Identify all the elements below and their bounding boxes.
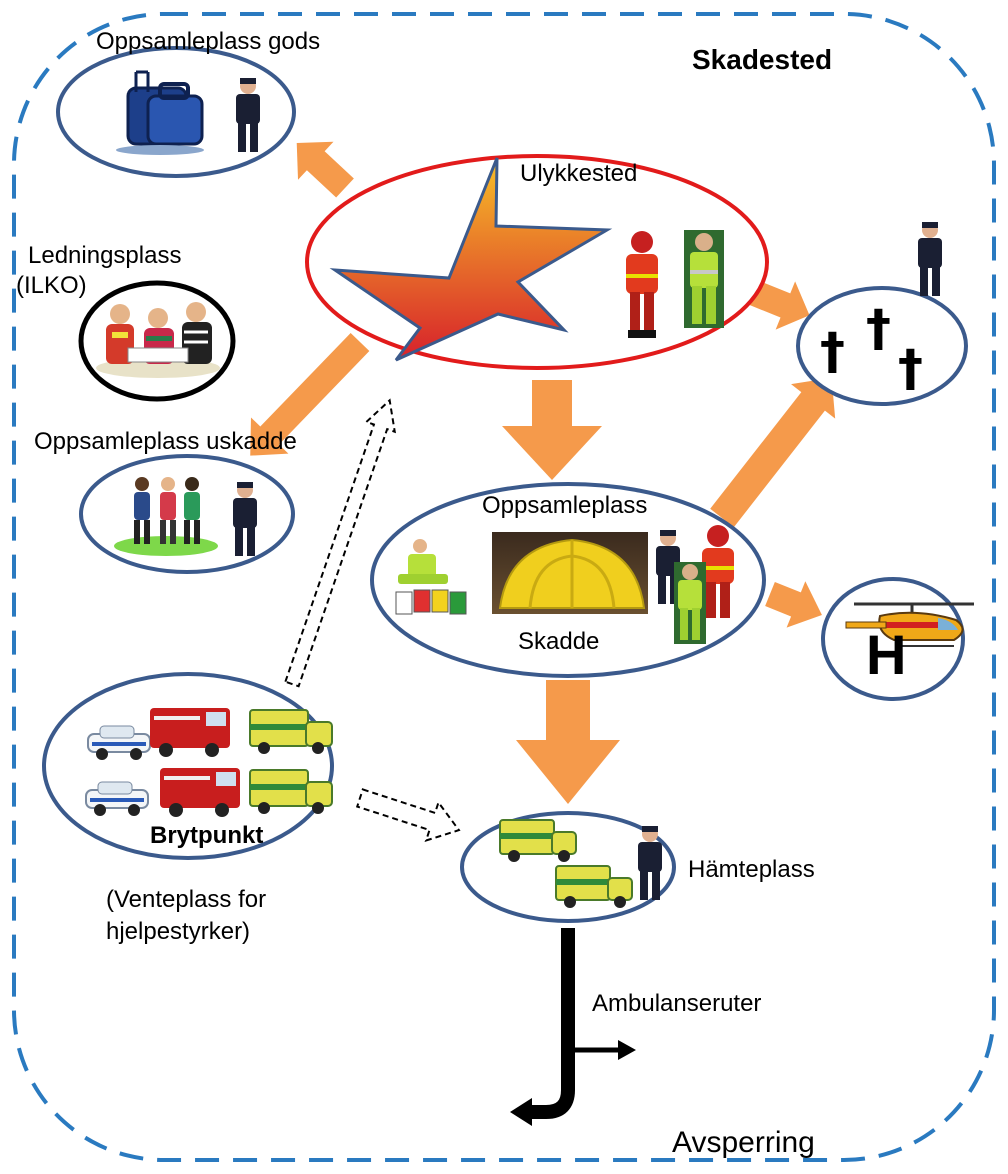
arrow-to-pickup — [516, 680, 620, 804]
breakpoint-label: Brytpunkt — [150, 822, 264, 849]
ambulance-icon — [249, 709, 333, 754]
police-officer-icon — [233, 482, 257, 556]
ambulance-routes-label: Ambulanseruter — [592, 990, 762, 1017]
pickup-point-label: Hämteplass — [688, 856, 815, 883]
accident-star-icon — [329, 157, 613, 362]
casualty-collection-label: Oppsamleplass — [482, 492, 648, 519]
grave-cross-icon: † — [820, 322, 845, 380]
injured-label: Skadde — [518, 628, 600, 655]
tent-icon — [492, 532, 648, 614]
firefighter-icon — [702, 525, 734, 618]
uninjured-collection-label: Oppsamleplass uskadde — [34, 428, 297, 455]
paramedic-icon — [674, 562, 706, 644]
command-post-label-line2: (ILKO) — [16, 272, 87, 299]
arrow-to-collection — [502, 380, 602, 480]
dashed-arrow-right — [355, 788, 461, 843]
ambulance-icon — [555, 865, 633, 908]
ambulance-route — [510, 928, 636, 1126]
helipad-h-label: H — [866, 623, 906, 686]
paramedic-icon — [684, 230, 724, 328]
police-officer-icon — [918, 222, 942, 296]
ambulance-icon — [249, 769, 333, 814]
arrow-to-goods — [296, 141, 354, 198]
arrow-to-helicopter — [765, 581, 822, 628]
cordon-label: Avsperring — [672, 1126, 815, 1159]
luggage-icon — [116, 70, 204, 155]
flow-arrows — [250, 141, 836, 804]
staging-note-line2: hjelpestyrker) — [106, 918, 251, 945]
grave-cross-icon: † — [866, 299, 891, 357]
bystanders-icon — [114, 477, 218, 556]
police-car-icon — [85, 781, 149, 816]
police-officer-icon — [236, 78, 260, 152]
police-officer-icon — [638, 826, 662, 900]
grave-cross-icon: † — [898, 339, 923, 397]
site-title: Skadested — [692, 44, 833, 75]
triage-cards-icon — [395, 539, 467, 615]
cordon-boundary — [12, 12, 996, 1162]
firefighter-icon — [626, 231, 658, 338]
helicopter-icon — [845, 602, 974, 647]
command-post-label-line1: Ledningsplass — [28, 242, 182, 269]
fire-truck-icon — [160, 768, 240, 817]
grave-crosses: † † † — [820, 299, 923, 397]
goods-collection-label: Oppsamleplass gods — [96, 28, 321, 55]
accident-site-label: Ulykkested — [520, 160, 638, 187]
command-team-icon — [96, 302, 220, 378]
ambulance-icon — [499, 819, 577, 862]
staging-note-line1: (Venteplass for — [106, 886, 267, 913]
dashed-arrows — [284, 398, 461, 843]
dashed-arrow-up — [284, 398, 396, 688]
arrow-to-uninjured — [250, 332, 370, 456]
dead-zone — [796, 286, 968, 406]
fire-truck-icon — [150, 708, 230, 757]
